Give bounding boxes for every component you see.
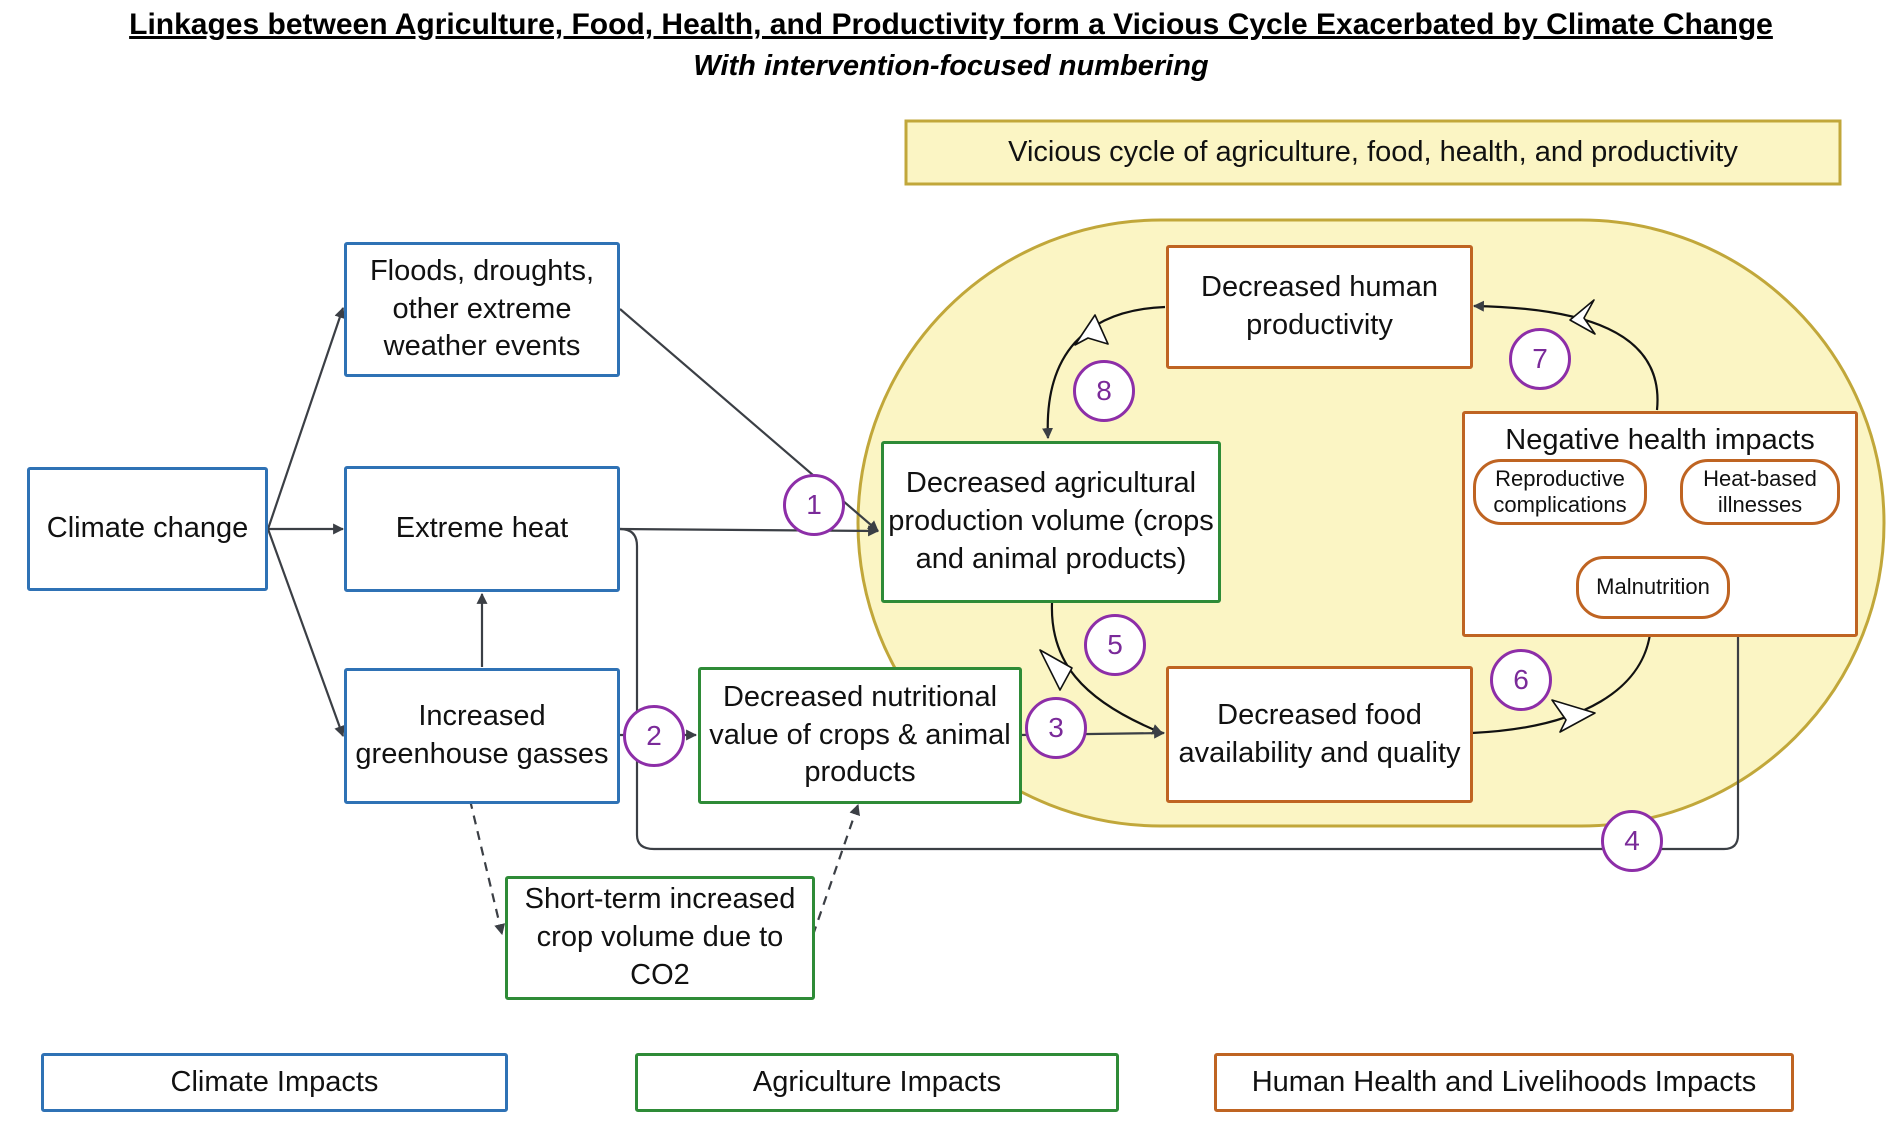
node-short-term-crop: Short-term increased crop volume due to … — [505, 876, 815, 1000]
node-reproductive-complications: Reproductive complications — [1473, 459, 1647, 525]
node-greenhouse-gasses: Increased greenhouse gasses — [344, 668, 620, 804]
intervention-number-1: 1 — [783, 474, 845, 536]
node-malnutrition: Malnutrition — [1576, 556, 1730, 619]
cycle-label-box — [904, 119, 1842, 186]
arrow-heat-to-production — [619, 525, 880, 537]
node-extreme-heat: Extreme heat — [344, 466, 620, 592]
intervention-number-7: 7 — [1509, 328, 1571, 390]
node-climate-change: Climate change — [27, 467, 268, 591]
arrow-productivity-to-production — [1042, 305, 1166, 440]
legend-agriculture-impacts: Agriculture Impacts — [635, 1053, 1119, 1112]
intervention-number-5: 5 — [1084, 614, 1146, 676]
cycle-arrowheads — [1039, 299, 1596, 733]
node-heat-illness: Heat-based illnesses — [1680, 459, 1840, 525]
node-nutritional-value: Decreased nutritional value of crops & a… — [698, 667, 1022, 804]
intervention-number-8: 8 — [1073, 360, 1135, 422]
health-impacts-title: Negative health impacts — [1505, 424, 1815, 456]
node-extreme-weather: Floods, droughts, other extreme weather … — [344, 242, 620, 377]
cycle-label: Vicious cycle of agriculture, food, heal… — [1008, 135, 1738, 168]
arrow-production-to-food — [1050, 602, 1164, 735]
node-agri-production: Decreased agricultural production volume… — [881, 441, 1221, 603]
diagram-subtitle: With intervention-focused numbering — [693, 50, 1209, 82]
legend-climate-impacts: Climate Impacts — [41, 1053, 508, 1112]
intervention-number-6: 6 — [1490, 649, 1552, 711]
arrow-food-to-malnutrition — [1471, 622, 1657, 735]
intervention-number-2: 2 — [623, 705, 685, 767]
arrow-health-to-productivity — [1472, 300, 1659, 411]
node-human-productivity: Decreased human productivity — [1166, 245, 1473, 369]
legend-health-livelihoods-impacts: Human Health and Livelihoods Impacts — [1214, 1053, 1794, 1112]
arrow-shortterm-to-nutrition — [811, 803, 860, 936]
intervention-number-3: 3 — [1025, 697, 1087, 759]
node-food-availability: Decreased food availability and quality — [1166, 666, 1473, 803]
arrow-climate-to-weather — [266, 306, 346, 530]
arrow-greenhouse-to-shortterm — [468, 799, 506, 936]
arrow-climate-to-greenhouse — [266, 528, 345, 738]
diagram-title: Linkages between Agriculture, Food, Heal… — [129, 8, 1773, 41]
arrow-heat-to-illness-path — [619, 527, 1755, 851]
intervention-number-4: 4 — [1601, 810, 1663, 872]
